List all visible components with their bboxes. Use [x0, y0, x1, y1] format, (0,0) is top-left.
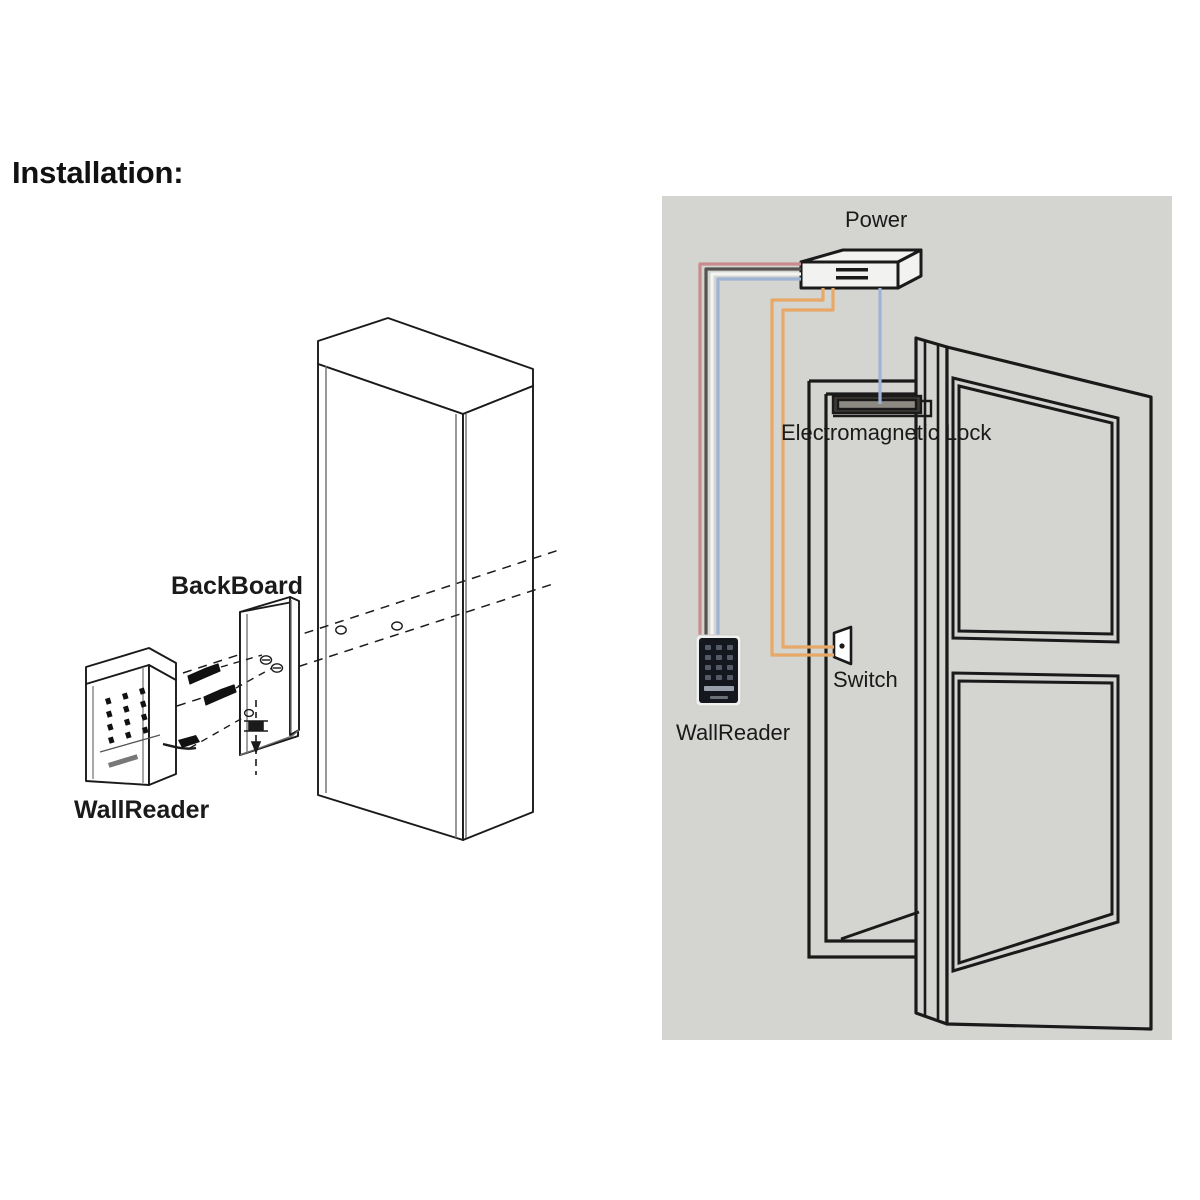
- door-slab-edges: [923, 341, 940, 1020]
- wire-dark: [704, 267, 801, 636]
- label-wallreader-right: WallReader: [676, 720, 791, 745]
- door-panel-lower: [951, 671, 1120, 974]
- wire-red: [698, 262, 801, 636]
- wallreader-left-cable: [162, 742, 197, 750]
- wallreader-left-brand: [107, 754, 139, 768]
- wallreader-unit-left: [85, 647, 177, 786]
- label-switch: Switch: [833, 667, 898, 692]
- power-supply: [799, 248, 923, 290]
- wire-white: [710, 272, 801, 636]
- exit-switch-button: [839, 643, 845, 649]
- floor-diagonal: [840, 910, 920, 941]
- power-supply-slots: [836, 268, 868, 280]
- wallreader-left-strip: [99, 734, 161, 753]
- wire-orange-2: [781, 288, 835, 649]
- screw-guide-lines: [189, 654, 273, 749]
- backboard-plate: [239, 596, 300, 756]
- wall-pillar: [317, 317, 534, 841]
- wallreader-keypad-keys: [705, 645, 733, 680]
- label-electromagnetic-lock: Electromagnetic Lock: [781, 420, 992, 445]
- pillar-mounting-holes: [335, 621, 403, 635]
- backboard-screw-holes: [243, 655, 284, 718]
- door-panel-upper: [951, 376, 1120, 644]
- page-title: Installation:: [12, 155, 184, 190]
- wallreader-left-edges: [92, 667, 144, 783]
- wire-orange-1: [770, 288, 834, 657]
- wallreader-brand-text: [710, 696, 728, 699]
- wire-blue-reader: [716, 277, 801, 636]
- mounting-screws: [187, 663, 237, 706]
- wallreader-left-connector: [178, 735, 200, 748]
- electromagnetic-lock-bracket: [833, 399, 933, 418]
- label-wallreader-left: WallReader: [74, 796, 210, 824]
- label-power: Power: [845, 207, 908, 232]
- wallreader-left-keypad: [104, 687, 149, 744]
- electromagnetic-lock: [831, 394, 923, 415]
- label-backboard: BackBoard: [171, 572, 303, 600]
- wallreader-card-strip: [704, 686, 734, 691]
- pillar-edge-lines: [325, 366, 467, 838]
- set-screw-assembly: [244, 700, 268, 775]
